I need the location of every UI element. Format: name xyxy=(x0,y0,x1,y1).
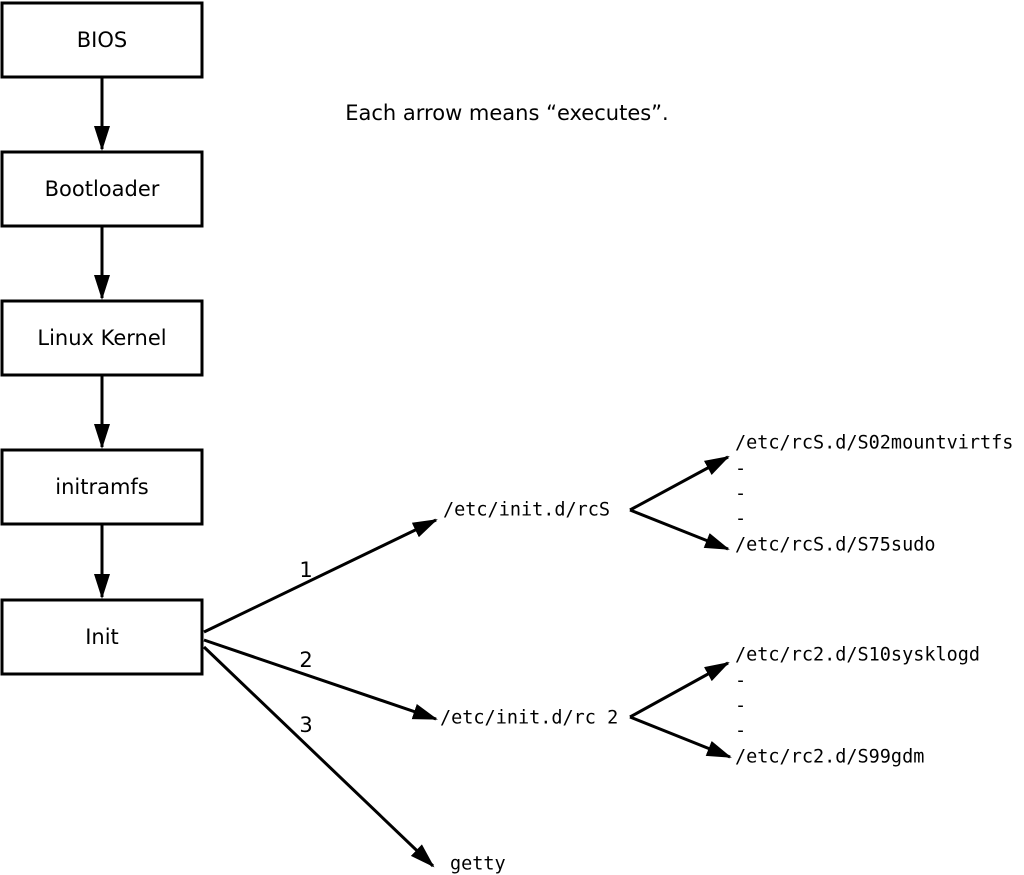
box-linux-kernel xyxy=(0,299,204,377)
note-text: Each arrow means “executes”. xyxy=(345,101,668,125)
rcs-ellipsis-dash-2: - xyxy=(735,484,746,505)
edge-label-2: 2 xyxy=(299,648,312,672)
arrow-init-to-rc2 xyxy=(203,638,438,721)
rcs-ellipsis-dash-3: - xyxy=(735,509,746,530)
arrow-rcs-to-last-script xyxy=(629,508,730,551)
box-bootloader xyxy=(0,150,204,228)
rc2-first-script: /etc/rc2.d/S10sysklogd xyxy=(735,645,980,666)
rc2-ellipsis-dash-1: - xyxy=(735,671,746,692)
box-label-bootloader: Bootloader xyxy=(45,177,160,201)
rcs-last-script: /etc/rcS.d/S75sudo xyxy=(735,535,935,556)
arrow-rcs-to-first-script xyxy=(629,455,730,512)
target-getty-label: getty xyxy=(450,854,506,875)
box-label-init: Init xyxy=(85,625,119,649)
box-label-initramfs: initramfs xyxy=(55,475,149,499)
box-initramfs xyxy=(0,448,204,526)
rc2-last-script: /etc/rc2.d/S99gdm xyxy=(735,747,924,768)
arrow-rc2-to-last-script xyxy=(629,715,732,759)
arrow-rc2-to-first-script xyxy=(629,661,730,719)
edge-label-3: 3 xyxy=(299,713,312,737)
box-bios xyxy=(0,1,204,79)
target-rcs-label: /etc/init.d/rcS xyxy=(443,500,610,521)
rc2-ellipsis-dash-2: - xyxy=(735,696,746,717)
rc2-ellipsis-dash-3: - xyxy=(735,721,746,742)
edge-label-1: 1 xyxy=(299,558,312,582)
arrow-init-to-rcs xyxy=(203,518,438,634)
box-init xyxy=(0,598,204,676)
box-label-linux-kernel: Linux Kernel xyxy=(37,326,166,350)
box-label-bios: BIOS xyxy=(77,28,127,52)
target-rc2-label: /etc/init.d/rc 2 xyxy=(440,708,618,729)
rcs-ellipsis-dash-1: - xyxy=(735,459,746,480)
arrow-init-to-getty xyxy=(202,645,435,868)
rcs-first-script: /etc/rcS.d/S02mountvirtfs xyxy=(735,433,1013,454)
